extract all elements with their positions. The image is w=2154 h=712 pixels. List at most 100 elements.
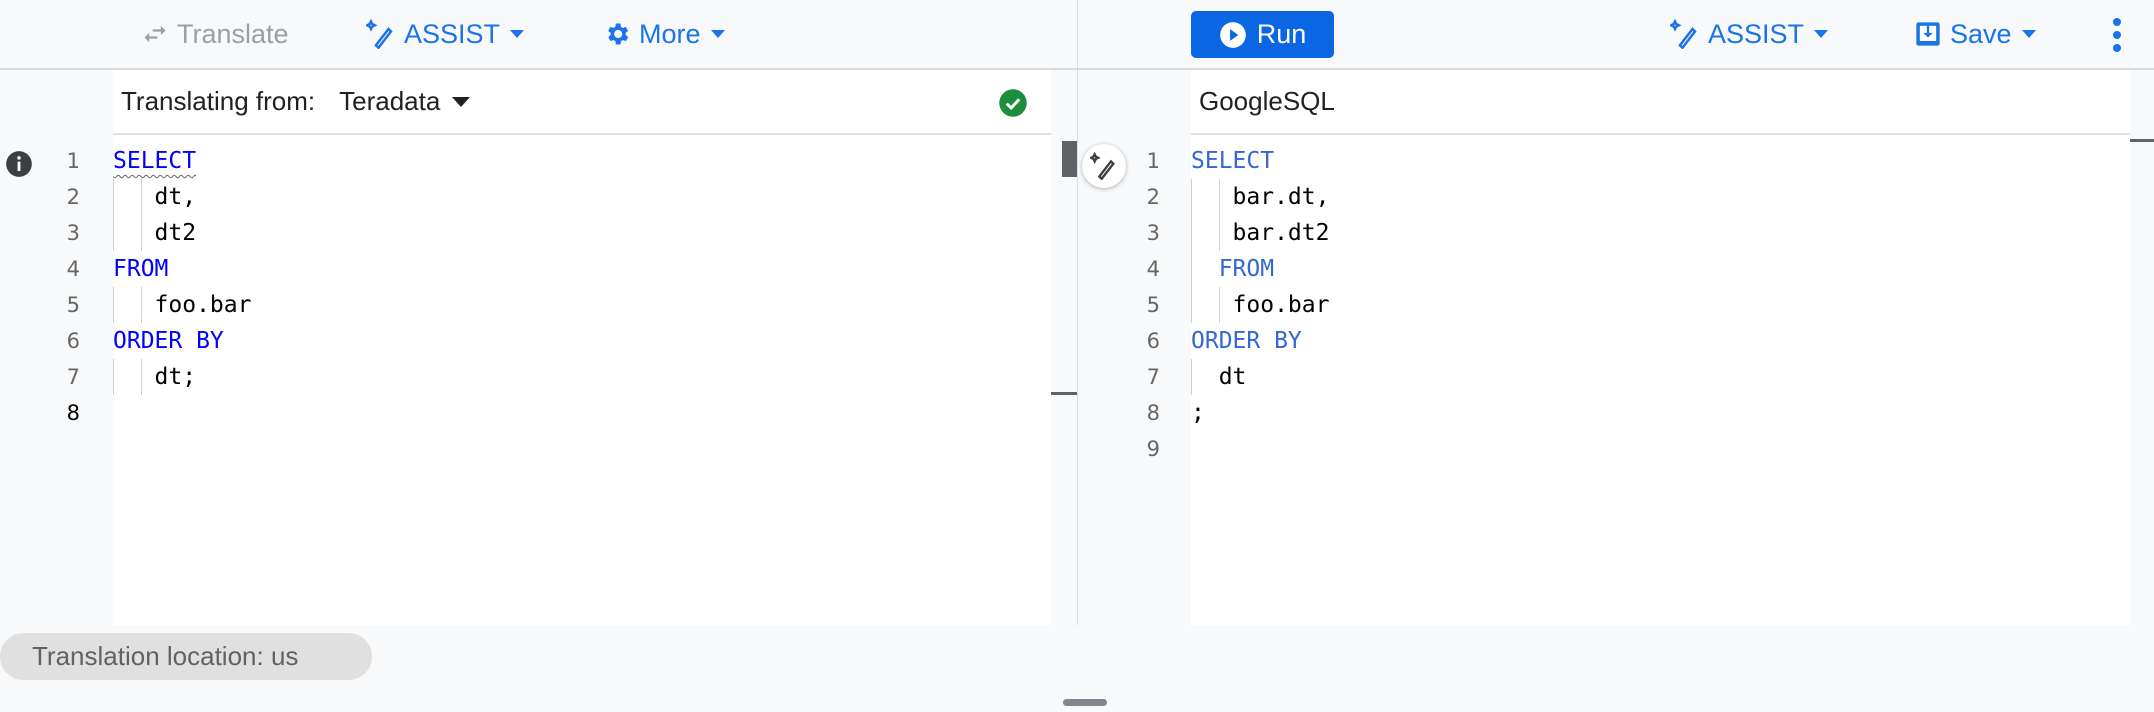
- line-number: 3: [66, 221, 80, 245]
- code-line: foo.bar: [113, 287, 1051, 323]
- chevron-down-icon: [510, 30, 525, 38]
- magic-pen-icon: [1670, 19, 1697, 49]
- line-number: 1: [1146, 149, 1160, 173]
- indent-guide: [1191, 287, 1192, 323]
- sql-keyword: SELECT: [1191, 148, 1275, 174]
- code-text: dt;: [154, 364, 197, 390]
- code-line: foo.bar: [1191, 287, 2130, 323]
- code-line: ORDER BY: [113, 323, 1051, 359]
- code-line: bar.dt,: [1191, 179, 2130, 215]
- line-number: 5: [1146, 293, 1160, 317]
- gear-icon: [608, 23, 629, 45]
- scrollbar-thumb[interactable]: [1062, 141, 1077, 177]
- indent-guide: [1218, 215, 1220, 251]
- indent-guide: [113, 179, 114, 215]
- translation-location-chip[interactable]: Translation location: us: [0, 633, 372, 680]
- code-text: dt: [1218, 364, 1247, 390]
- translating-from-label: Translating from:: [121, 86, 316, 116]
- indent-guide: [1218, 287, 1220, 323]
- save-download-icon: [1916, 22, 1940, 46]
- indent-guide: [1191, 179, 1192, 215]
- indent-guide: [113, 287, 114, 323]
- code-text: foo.bar: [1232, 292, 1330, 318]
- code-line: FROM: [113, 251, 1051, 287]
- assist-suggestion-button[interactable]: [1082, 144, 1126, 188]
- magic-pen-icon: [1090, 152, 1115, 180]
- indent: [113, 184, 155, 210]
- indent: [113, 220, 155, 246]
- sql-keyword: FROM: [113, 256, 169, 282]
- overview-ruler-marker: [1051, 392, 1077, 395]
- line-number: 3: [1146, 221, 1160, 245]
- indent: [1191, 364, 1219, 390]
- swap-arrows-icon: [144, 25, 166, 43]
- line-number: 8: [1146, 401, 1160, 425]
- code-line: [1191, 431, 2130, 467]
- source-toolbar: Translate ASSIST More: [0, 0, 1077, 70]
- source-dialect-header: Translating from: Teradata: [113, 70, 1051, 135]
- sql-keyword: SELECT: [113, 148, 197, 174]
- code-line: [113, 395, 1051, 431]
- code-line: SELECT: [113, 143, 1051, 179]
- indent: [113, 364, 155, 390]
- indent-guide: [1191, 215, 1192, 251]
- line-number: 5: [66, 293, 80, 317]
- indent: [113, 292, 155, 318]
- play-icon: [1219, 21, 1246, 48]
- indent-guide: [113, 359, 114, 395]
- target-toolbar: Run ASSIST Save: [1077, 0, 2154, 70]
- code-text: bar.dt2: [1232, 220, 1330, 246]
- assist-button-right[interactable]: ASSIST: [1670, 19, 1829, 50]
- indent-guide: [140, 215, 142, 251]
- info-icon[interactable]: [5, 150, 33, 178]
- magic-pen-icon: [366, 19, 393, 49]
- source-dialect-dropdown[interactable]: Teradata: [339, 86, 471, 117]
- sql-keyword: FROM: [1218, 256, 1275, 282]
- line-number: 2: [66, 185, 80, 209]
- more-options-kebab-icon[interactable]: [2111, 17, 2123, 58]
- indent: [1191, 256, 1219, 282]
- line-number: 9: [1146, 437, 1160, 461]
- line-number: 8: [66, 401, 80, 425]
- assist-button-left[interactable]: ASSIST: [366, 19, 525, 50]
- code-line: dt,: [113, 179, 1051, 215]
- indent-guide: [1191, 251, 1192, 287]
- translate-button[interactable]: Translate: [141, 19, 289, 50]
- run-button[interactable]: Run: [1191, 11, 1334, 58]
- indent-guide: [113, 215, 114, 251]
- more-button[interactable]: More: [603, 19, 725, 50]
- dropdown-arrow-icon: [452, 96, 471, 107]
- overview-ruler-marker: [2130, 139, 2154, 142]
- code-text: foo.bar: [154, 292, 252, 318]
- resize-handle[interactable]: [1063, 699, 1107, 706]
- indent-guide: [140, 359, 142, 395]
- line-number: 6: [66, 329, 80, 353]
- chevron-down-icon: [1814, 30, 1829, 38]
- indent-guide: [140, 179, 142, 215]
- sql-keyword: ORDER BY: [1191, 328, 1302, 354]
- code-text: dt,: [154, 184, 197, 210]
- target-dialect-label: GoogleSQL: [1199, 86, 1335, 116]
- line-number: 6: [1146, 329, 1160, 353]
- indent-guide: [1191, 359, 1192, 395]
- save-button[interactable]: Save: [1914, 19, 2036, 50]
- code-text: ;: [1191, 400, 1205, 426]
- pane-divider: [1077, 70, 1078, 625]
- indent-guide: [140, 287, 142, 323]
- code-line: dt2: [113, 215, 1051, 251]
- check-circle-icon: [999, 89, 1027, 117]
- indent: [1191, 220, 1233, 246]
- line-number: 4: [66, 257, 80, 281]
- line-number: 2: [1146, 185, 1160, 209]
- chevron-down-icon: [710, 30, 725, 38]
- code-text: bar.dt,: [1232, 184, 1330, 210]
- code-line: dt: [1191, 359, 2130, 395]
- code-line: dt;: [113, 359, 1051, 395]
- line-number: 1: [66, 149, 80, 173]
- code-text: dt2: [154, 220, 197, 246]
- indent: [1191, 292, 1233, 318]
